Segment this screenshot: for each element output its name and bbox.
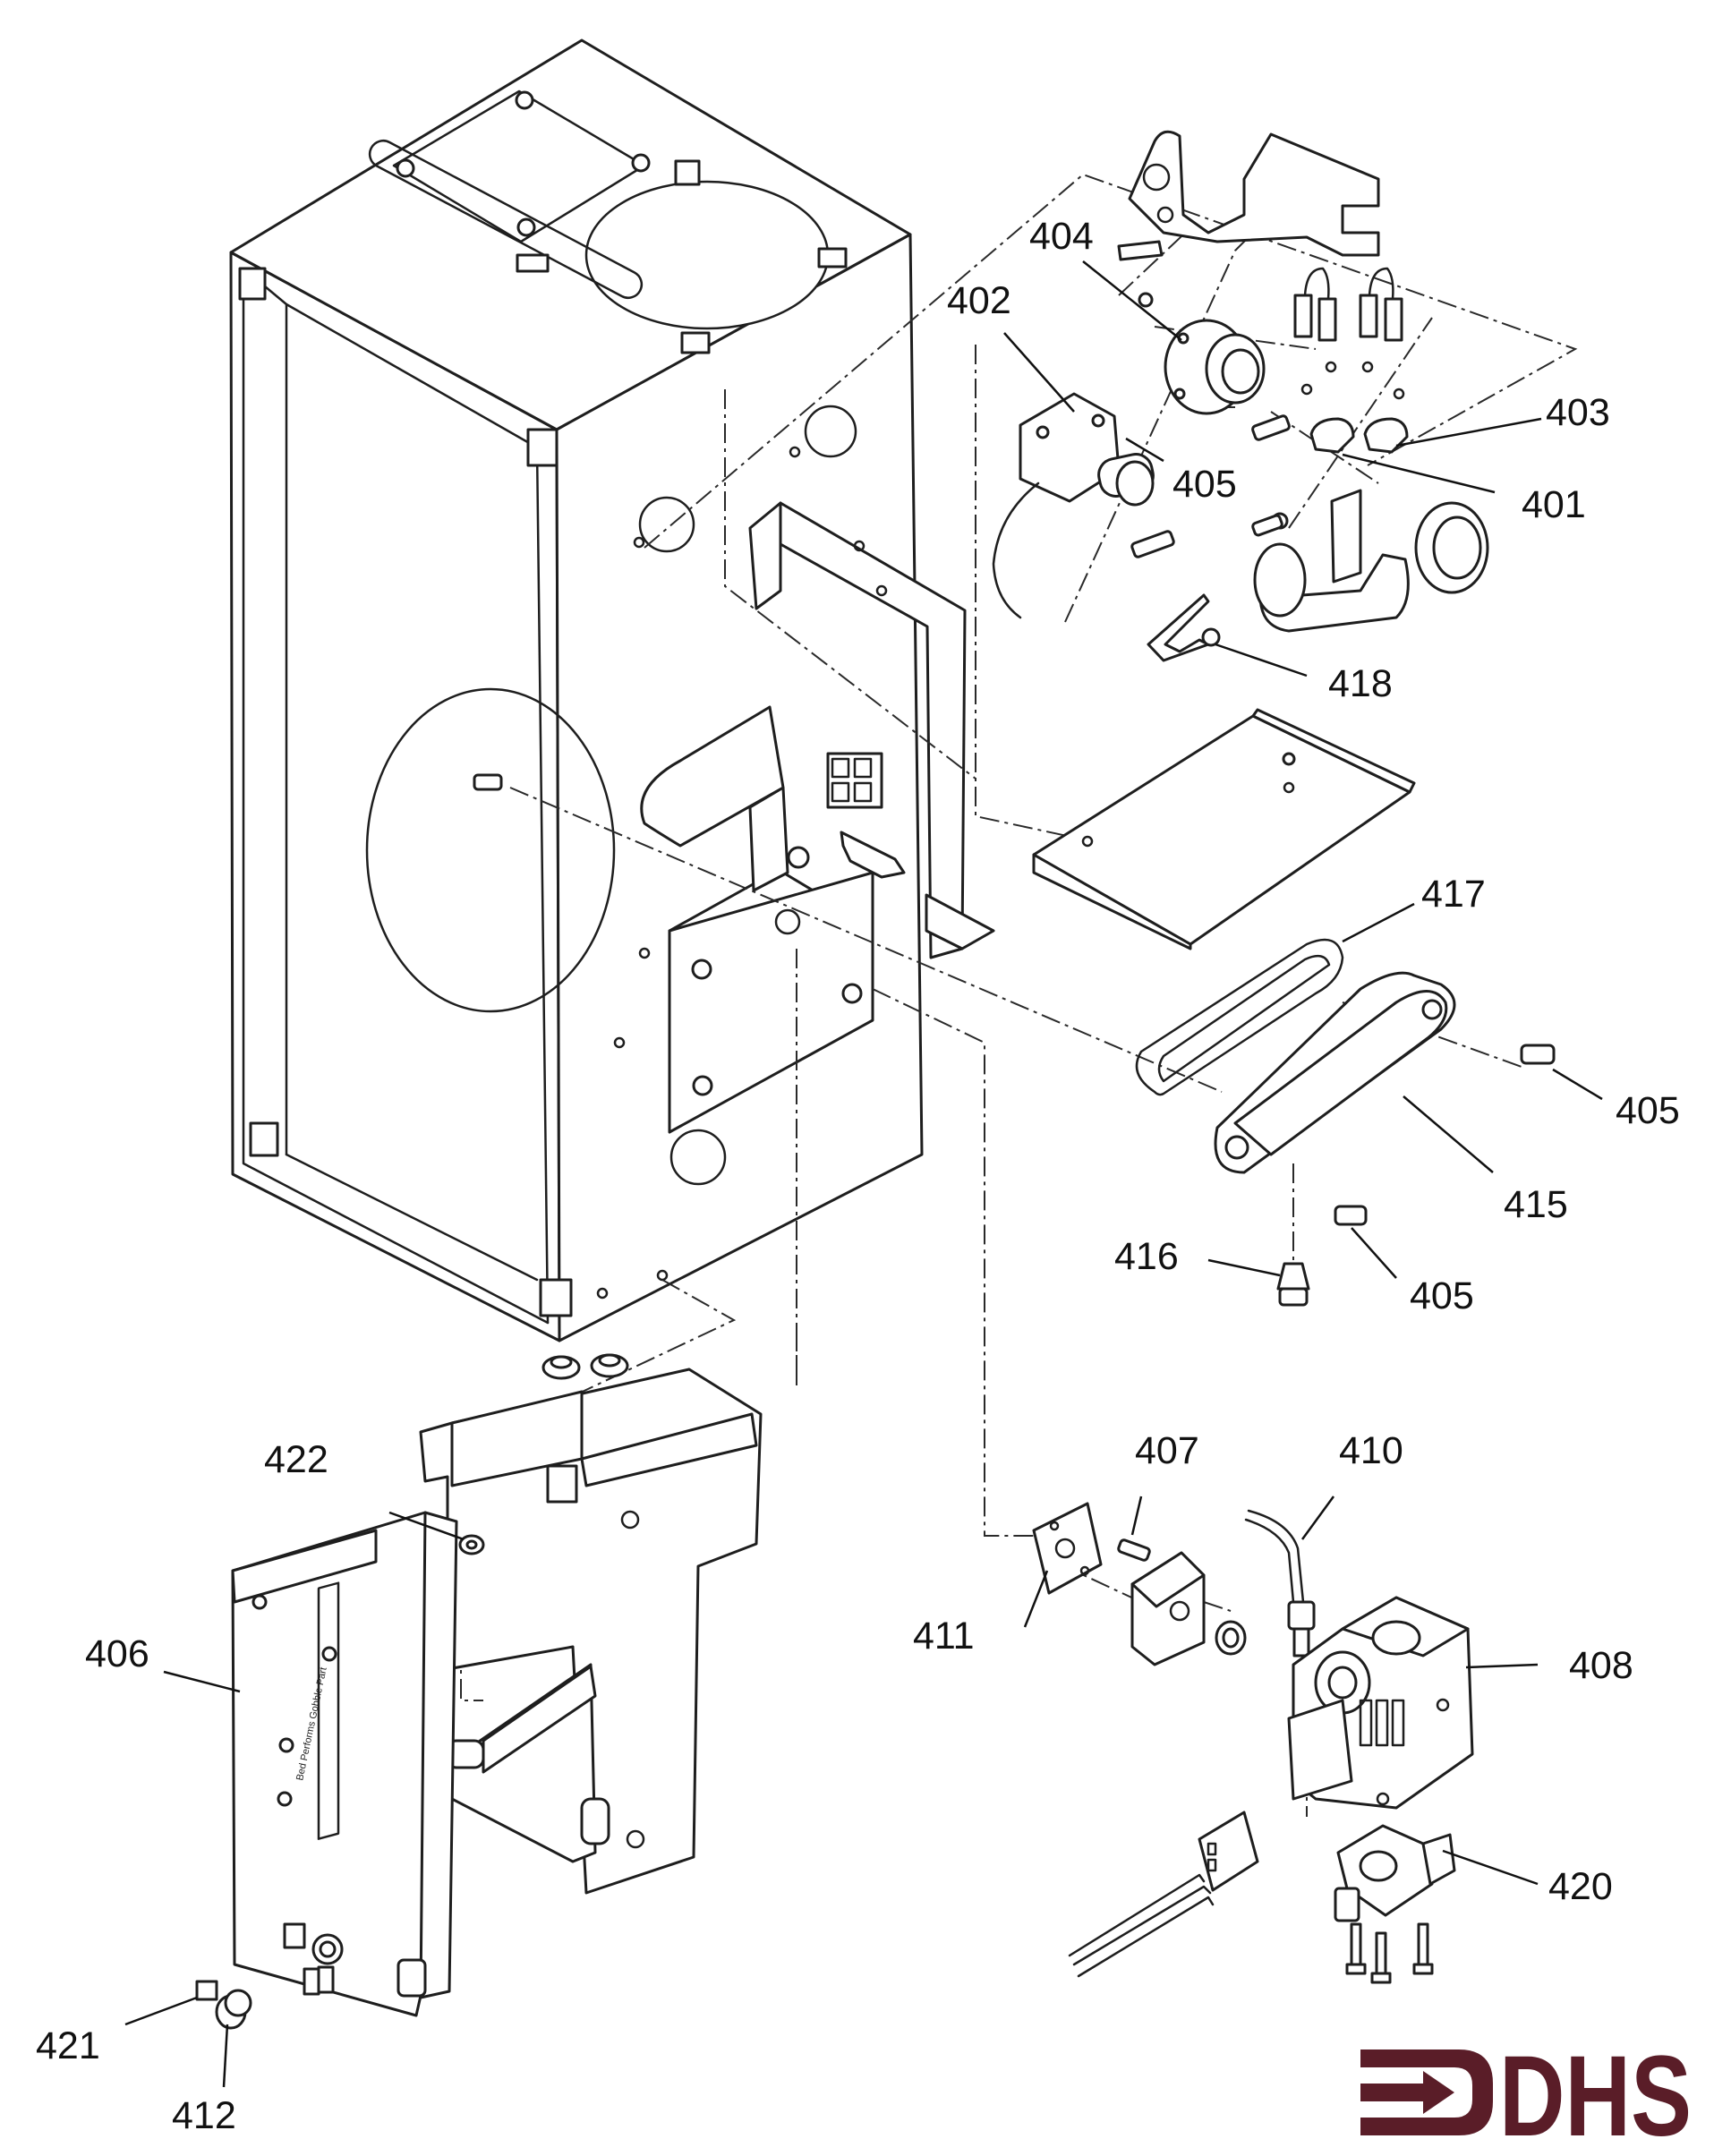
dhs-logo: DHS (1360, 2032, 1692, 2156)
callout-422: 422 (264, 1438, 328, 1481)
back-plate (668, 868, 874, 1134)
pilot-tube (1244, 1509, 1316, 1657)
callout-labels: 404 402 403 405 401 418 417 405 415 416 … (36, 215, 1680, 2137)
mounting-plate (1032, 1502, 1103, 1595)
gasket (1135, 938, 1344, 1096)
control-box: Bed Performs Gobble Part (231, 1511, 458, 2017)
test-nipple (1276, 1262, 1310, 1307)
callout-402: 402 (947, 279, 1011, 322)
callout-415: 415 (1504, 1183, 1568, 1226)
washer (458, 1534, 485, 1555)
callout-417: 417 (1421, 873, 1486, 916)
combustion-shelf (1032, 708, 1416, 950)
grommets (541, 1353, 629, 1380)
leader-lines (124, 260, 1603, 2088)
flange-fitting (1164, 319, 1266, 415)
callout-411: 411 (913, 1615, 975, 1657)
pipe-elbow (1253, 489, 1489, 633)
callout-412: 412 (172, 2094, 236, 2137)
callout-416: 416 (1114, 1235, 1179, 1278)
callout-403: 403 (1546, 391, 1610, 434)
gas-block (1130, 1551, 1247, 1666)
outlet-fitting (1334, 1824, 1456, 1984)
callout-407: 407 (1135, 1429, 1199, 1472)
burner-bracket (1117, 130, 1380, 308)
boiler-casing (229, 38, 924, 1342)
callout-404: 404 (1029, 215, 1094, 258)
logo-text: DHS (1499, 2032, 1692, 2156)
callout-421: 421 (36, 2024, 100, 2067)
callout-418: 418 (1328, 662, 1393, 705)
callout-405-right: 405 (1616, 1089, 1680, 1132)
knob-parts (195, 1980, 252, 2030)
screws (289, 414, 1556, 1798)
callout-406: 406 (85, 1632, 149, 1675)
callout-408: 408 (1569, 1644, 1633, 1687)
callout-420: 420 (1548, 1865, 1613, 1908)
retaining-clip (1147, 593, 1221, 662)
gas-valve (1287, 1596, 1474, 1810)
callout-405-upper: 405 (1172, 463, 1237, 506)
valve-cable (1068, 1811, 1259, 1978)
callout-401: 401 (1522, 483, 1586, 526)
overheat-thermostats (1293, 267, 1409, 454)
pressure-switch (992, 392, 1155, 619)
burner-cover (1214, 971, 1456, 1174)
callout-410: 410 (1339, 1429, 1403, 1472)
mounting-bracket (640, 501, 995, 959)
callout-405-lower: 405 (1410, 1274, 1474, 1317)
control-panel-chassis (419, 1368, 763, 1895)
arrow-into-bracket-icon (1360, 2049, 1493, 2135)
